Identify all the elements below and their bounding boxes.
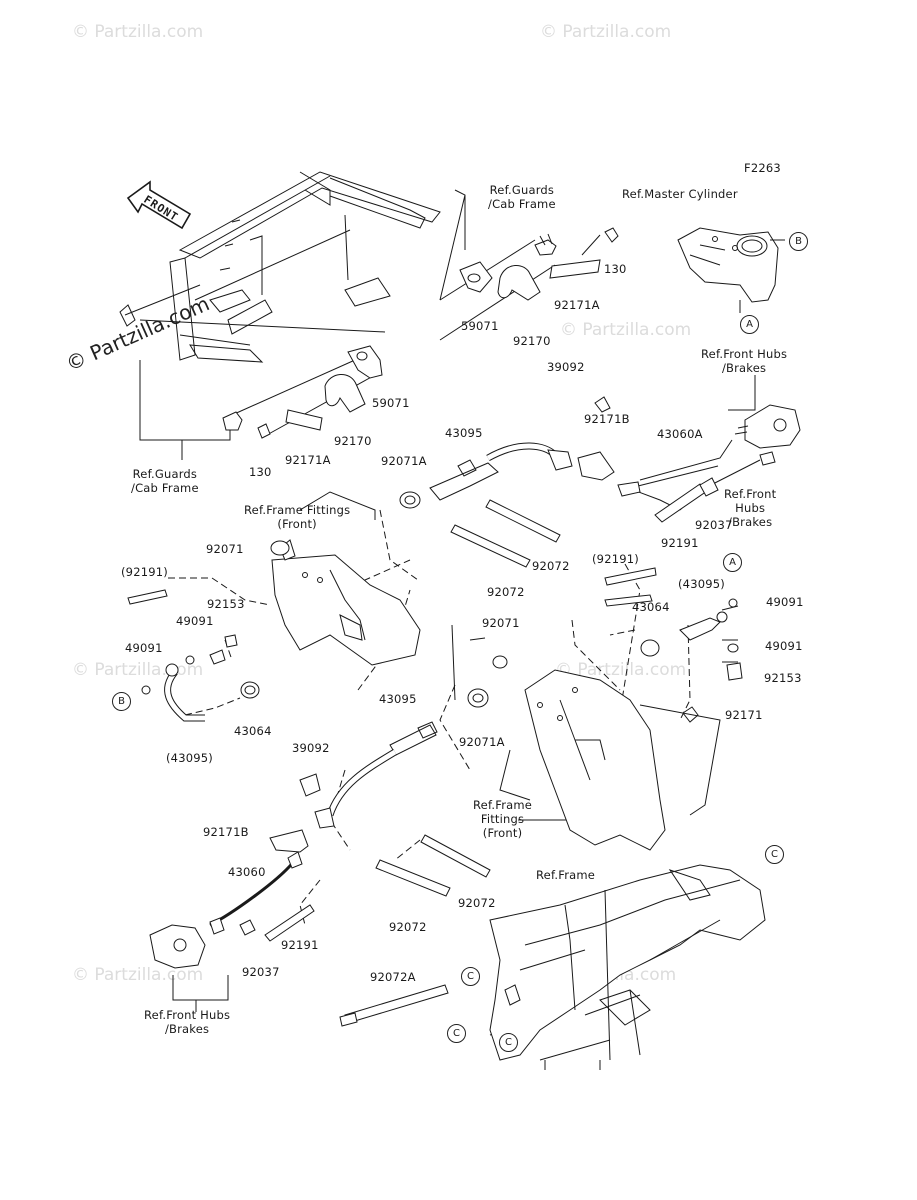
part-number: 92037	[242, 965, 280, 979]
watermark: © Partzilla.com	[72, 22, 204, 42]
cab-frame-drawing	[120, 172, 440, 362]
part-number: 130	[249, 465, 272, 479]
part-number: 59071	[372, 396, 410, 410]
part-number: 59071	[461, 319, 499, 333]
callout-c: C	[499, 1033, 518, 1052]
part-number: 92071A	[459, 735, 505, 749]
part-number: 92171A	[285, 453, 331, 467]
part-number: 92153	[207, 597, 245, 611]
part-number: 92071	[482, 616, 520, 630]
clamp-assembly-left	[223, 346, 382, 438]
callout-c: C	[461, 967, 480, 986]
part-number: 92037	[695, 518, 733, 532]
callout-b: B	[112, 692, 131, 711]
callout-b: B	[789, 232, 808, 251]
part-number: 92072	[389, 920, 427, 934]
part-number: (43095)	[166, 751, 213, 765]
part-number: (92191)	[121, 565, 168, 579]
part-number: 43095	[445, 426, 483, 440]
watermark: © Partzilla.com	[560, 320, 692, 340]
ref-front-hubs-bottom: Ref.Front Hubs /Brakes	[144, 1008, 231, 1036]
front-arrow-icon	[128, 182, 190, 228]
brake-hose-upper	[400, 440, 732, 522]
ref-front-hubs-right-top: Ref.Front Hubs /Brakes	[701, 347, 788, 375]
part-number: 92072A	[370, 970, 416, 984]
brake-hose-left	[128, 590, 259, 718]
watermark: © Partzilla.com	[555, 660, 687, 680]
part-number: 92072	[487, 585, 525, 599]
part-number: 130	[604, 262, 627, 276]
master-cylinder-drawing	[678, 228, 785, 313]
part-number: 49091	[125, 641, 163, 655]
callout-c: C	[765, 845, 784, 864]
ref-frame-fittings-left: Ref.Frame Fittings (Front)	[244, 503, 351, 531]
part-number: 39092	[292, 741, 330, 755]
part-number: 43064	[632, 600, 670, 614]
part-number: 92171B	[203, 825, 249, 839]
part-number: 39092	[547, 360, 585, 374]
part-number: 92153	[764, 671, 802, 685]
ref-front-hubs-right-mid: Ref.Front Hubs /Brakes	[724, 487, 777, 529]
part-number: 92071A	[381, 454, 427, 468]
part-number: 49091	[176, 614, 214, 628]
ref-master-cylinder: Ref.Master Cylinder	[622, 187, 738, 201]
diagram-code: F2263	[744, 161, 781, 175]
callout-a: A	[740, 315, 759, 334]
callout-c: C	[447, 1024, 466, 1043]
part-number: 92170	[513, 334, 551, 348]
part-number: 49091	[766, 595, 804, 609]
part-number: 43095	[379, 692, 417, 706]
ref-frame: Ref.Frame	[536, 868, 596, 882]
cable-ties-top	[451, 397, 656, 585]
part-number: 43060	[228, 865, 266, 879]
front-hub-caliper-left	[150, 830, 314, 968]
part-number: 92171B	[584, 412, 630, 426]
front-hub-caliper-right	[735, 405, 800, 465]
callout-a: A	[723, 553, 742, 572]
part-number: 43060A	[657, 427, 703, 441]
part-number: 92191	[661, 536, 699, 550]
part-number: 92171A	[554, 298, 600, 312]
part-number: (43095)	[678, 577, 725, 591]
frame-fitting-left	[271, 540, 420, 665]
part-number: 92071	[206, 542, 244, 556]
part-number: 92072	[458, 896, 496, 910]
part-number: 92072	[532, 559, 570, 573]
part-number: 92191	[281, 938, 319, 952]
frame-fitting-right	[525, 670, 720, 850]
watermark: © Partzilla.com	[72, 965, 204, 985]
ref-guards-cab-left: Ref.Guards /Cab Frame	[131, 467, 199, 495]
part-number: 92171	[725, 708, 763, 722]
part-number: 49091	[765, 639, 803, 653]
part-number: (92191)	[592, 552, 639, 566]
ref-guards-cab-top: Ref.Guards /Cab Frame	[488, 183, 556, 211]
main-frame-drawing	[490, 865, 765, 1070]
brake-hose-middle	[300, 656, 507, 828]
cable-ties-bottom	[340, 835, 490, 1026]
part-number: 92170	[334, 434, 372, 448]
clamp-assembly-top	[460, 228, 618, 300]
ref-frame-fittings-mid: Ref.Frame Fittings (Front)	[473, 798, 533, 840]
watermark: © Partzilla.com	[540, 22, 672, 42]
part-number: 43064	[234, 724, 272, 738]
